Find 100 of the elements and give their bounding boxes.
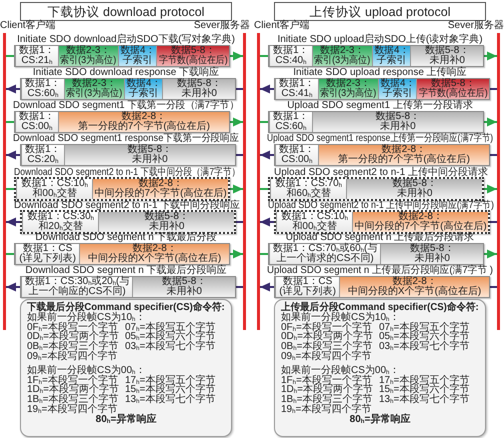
field-value: 子索引 bbox=[376, 56, 406, 66]
title-text: 下载协议 download protocol bbox=[48, 4, 204, 20]
field-value: 中间分段的X个字节(高位在后) bbox=[88, 254, 222, 264]
code-entry: 0F$_{h}$=本段写一个字节 bbox=[27, 322, 118, 332]
condition-text: 如果前一分段帧CS为00$_{h}$： bbox=[27, 366, 146, 376]
field-value: 未用补0 bbox=[148, 222, 184, 232]
field-name: 数据4： bbox=[374, 46, 409, 56]
title-box bbox=[20, 2, 232, 21]
code-entry: 09$_{h}$=本段写四个字节 bbox=[27, 352, 118, 362]
field-value: 未用补0 bbox=[414, 254, 450, 264]
connector-line bbox=[260, 253, 268, 255]
field-name: 数据2-8： bbox=[382, 145, 426, 155]
field-name: 数据5-8： bbox=[376, 112, 420, 122]
field-name: 数据1： bbox=[273, 112, 309, 122]
field-name: 数据1： bbox=[19, 112, 55, 122]
data-field bbox=[312, 46, 372, 66]
field-value: 未用补0 bbox=[396, 189, 432, 199]
message-caption: Upload SDO segment2 to n-1 上传中间分段请求 bbox=[274, 168, 488, 178]
arrow bbox=[6, 150, 20, 160]
field-value: (详见下列表) bbox=[19, 254, 76, 264]
field-text: 数据1：CS:30$_{h}$或20$_{h}$(与上一个响应的CS不同) bbox=[24, 277, 130, 297]
data-field bbox=[64, 145, 235, 165]
data-field bbox=[339, 277, 489, 297]
field-name: 数据2-8： bbox=[398, 212, 443, 222]
field-value: 索引(3为高位) bbox=[314, 56, 370, 66]
code-entry: 0B$_{h}$=本段写三个字节 bbox=[281, 342, 372, 352]
field-value: CS:21$_{h}$ bbox=[21, 56, 52, 66]
field-value: 未用补0 bbox=[181, 89, 217, 99]
data-field bbox=[269, 46, 312, 66]
lifeline-label: Sever服务器 bbox=[194, 21, 250, 31]
field-name: 数据1：CS bbox=[22, 244, 72, 254]
arrow bbox=[6, 282, 20, 292]
data-field bbox=[21, 79, 64, 99]
code-entry: 19$_{h}$=本段写四个字节 bbox=[27, 404, 118, 415]
code-entry: 13$_{h}$=本段写七个字节 bbox=[378, 395, 470, 405]
data-field bbox=[58, 46, 118, 66]
field-text: 数据1：CS:10$_{h}$和00$_{h}$交替 bbox=[20, 179, 89, 199]
arrow bbox=[260, 218, 274, 226]
condition-text: 如果前一分段帧CS为10$_{h}$： bbox=[281, 312, 400, 323]
connector-line bbox=[490, 154, 497, 156]
message-caption: Upload SDO segment2 to n-1 上传中间分段响应(满7字节) bbox=[268, 201, 494, 211]
field-value: 第一分段的7个字节(高位在后) bbox=[78, 122, 210, 132]
field-value: CS:00$_{h}$ bbox=[21, 122, 52, 132]
message-caption: Upload SDO segment1 response上传第一分段响应(满7字节) bbox=[267, 134, 493, 144]
data-field bbox=[15, 46, 58, 66]
error-code-entry: 80$_{h}$=异常响应 bbox=[350, 414, 410, 425]
error-code-entry: 80$_{h}$=异常响应 bbox=[96, 414, 156, 425]
code-entry: 1B$_{h}$=本段写三个字节 bbox=[281, 395, 372, 405]
code-entry: 1B$_{h}$=本段写三个字节 bbox=[27, 395, 118, 405]
data-field bbox=[21, 145, 64, 165]
field-name: 数据1： bbox=[19, 46, 55, 56]
code-entry: 13$_{h}$=本段写七个字节 bbox=[124, 395, 216, 405]
field-value: 子索引 bbox=[382, 89, 412, 99]
arrow bbox=[230, 52, 243, 60]
arrow bbox=[6, 84, 20, 94]
panel-heading: 上传最后分段Command specifier(CS)命令符: bbox=[281, 303, 479, 313]
arrow bbox=[484, 250, 497, 258]
data-field bbox=[269, 112, 312, 132]
field-name: 数据2-3： bbox=[72, 79, 116, 89]
field-value: CS:60$_{h}$ bbox=[27, 89, 58, 99]
arrow bbox=[260, 84, 274, 94]
connector-line bbox=[6, 253, 14, 255]
arrow bbox=[230, 184, 243, 194]
field-value: 未用补0 bbox=[166, 287, 202, 297]
data-field bbox=[416, 79, 489, 99]
field-value: 未用补0 bbox=[132, 155, 168, 165]
data-field bbox=[318, 145, 489, 165]
connector-line bbox=[6, 55, 14, 57]
field-value: (详见下列表) bbox=[279, 287, 336, 297]
field-value: 索引(3为高位) bbox=[320, 89, 376, 99]
message-caption: Initiate SDO upload启动SDO上传(读对象字典) bbox=[277, 35, 483, 45]
command-specifier-panel bbox=[274, 299, 486, 437]
field-name: 数据5-8： bbox=[176, 79, 222, 89]
field-name: 数据1： bbox=[279, 145, 315, 155]
message-caption: Initiate SDO download response 下载响应 bbox=[32, 68, 220, 78]
connector-line bbox=[6, 121, 14, 123]
connector-line bbox=[490, 221, 497, 223]
field-name: 数据4： bbox=[380, 79, 415, 89]
field-name: 数据1： bbox=[273, 46, 309, 56]
field-name: 数据2-8： bbox=[132, 244, 177, 254]
connector-line bbox=[236, 88, 243, 90]
field-name: 数据4： bbox=[126, 79, 161, 89]
field-value: 字节数(高位在后) bbox=[158, 56, 228, 66]
condition-text: 如果前一分段帧CS为10$_{h}$： bbox=[27, 312, 146, 323]
field-value: 未用补0 bbox=[380, 122, 416, 132]
arrow bbox=[230, 250, 243, 258]
connector-line bbox=[490, 88, 497, 90]
field-name: 数据1： bbox=[279, 79, 315, 89]
data-field bbox=[275, 79, 318, 99]
code-entry: 07$_{h}$=本段写五个字节 bbox=[124, 322, 216, 332]
code-entry: 0B$_{h}$=本段写三个字节 bbox=[27, 342, 118, 352]
field-value: 第一分段的7个字节(高位在后) bbox=[338, 155, 470, 165]
connector-line bbox=[260, 55, 268, 57]
arrow bbox=[6, 218, 20, 226]
code-entry: 03$_{h}$=本段写七个字节 bbox=[378, 342, 470, 352]
lifeline-label: Client客户端 bbox=[0, 21, 56, 31]
code-entry: 17$_{h}$=本段写五个字节 bbox=[378, 376, 470, 386]
field-value: CS:41$_{h}$ bbox=[281, 89, 312, 99]
message-caption: Upload SDO segment n 上传最后分段请求 bbox=[286, 233, 474, 243]
data-field bbox=[378, 79, 416, 99]
